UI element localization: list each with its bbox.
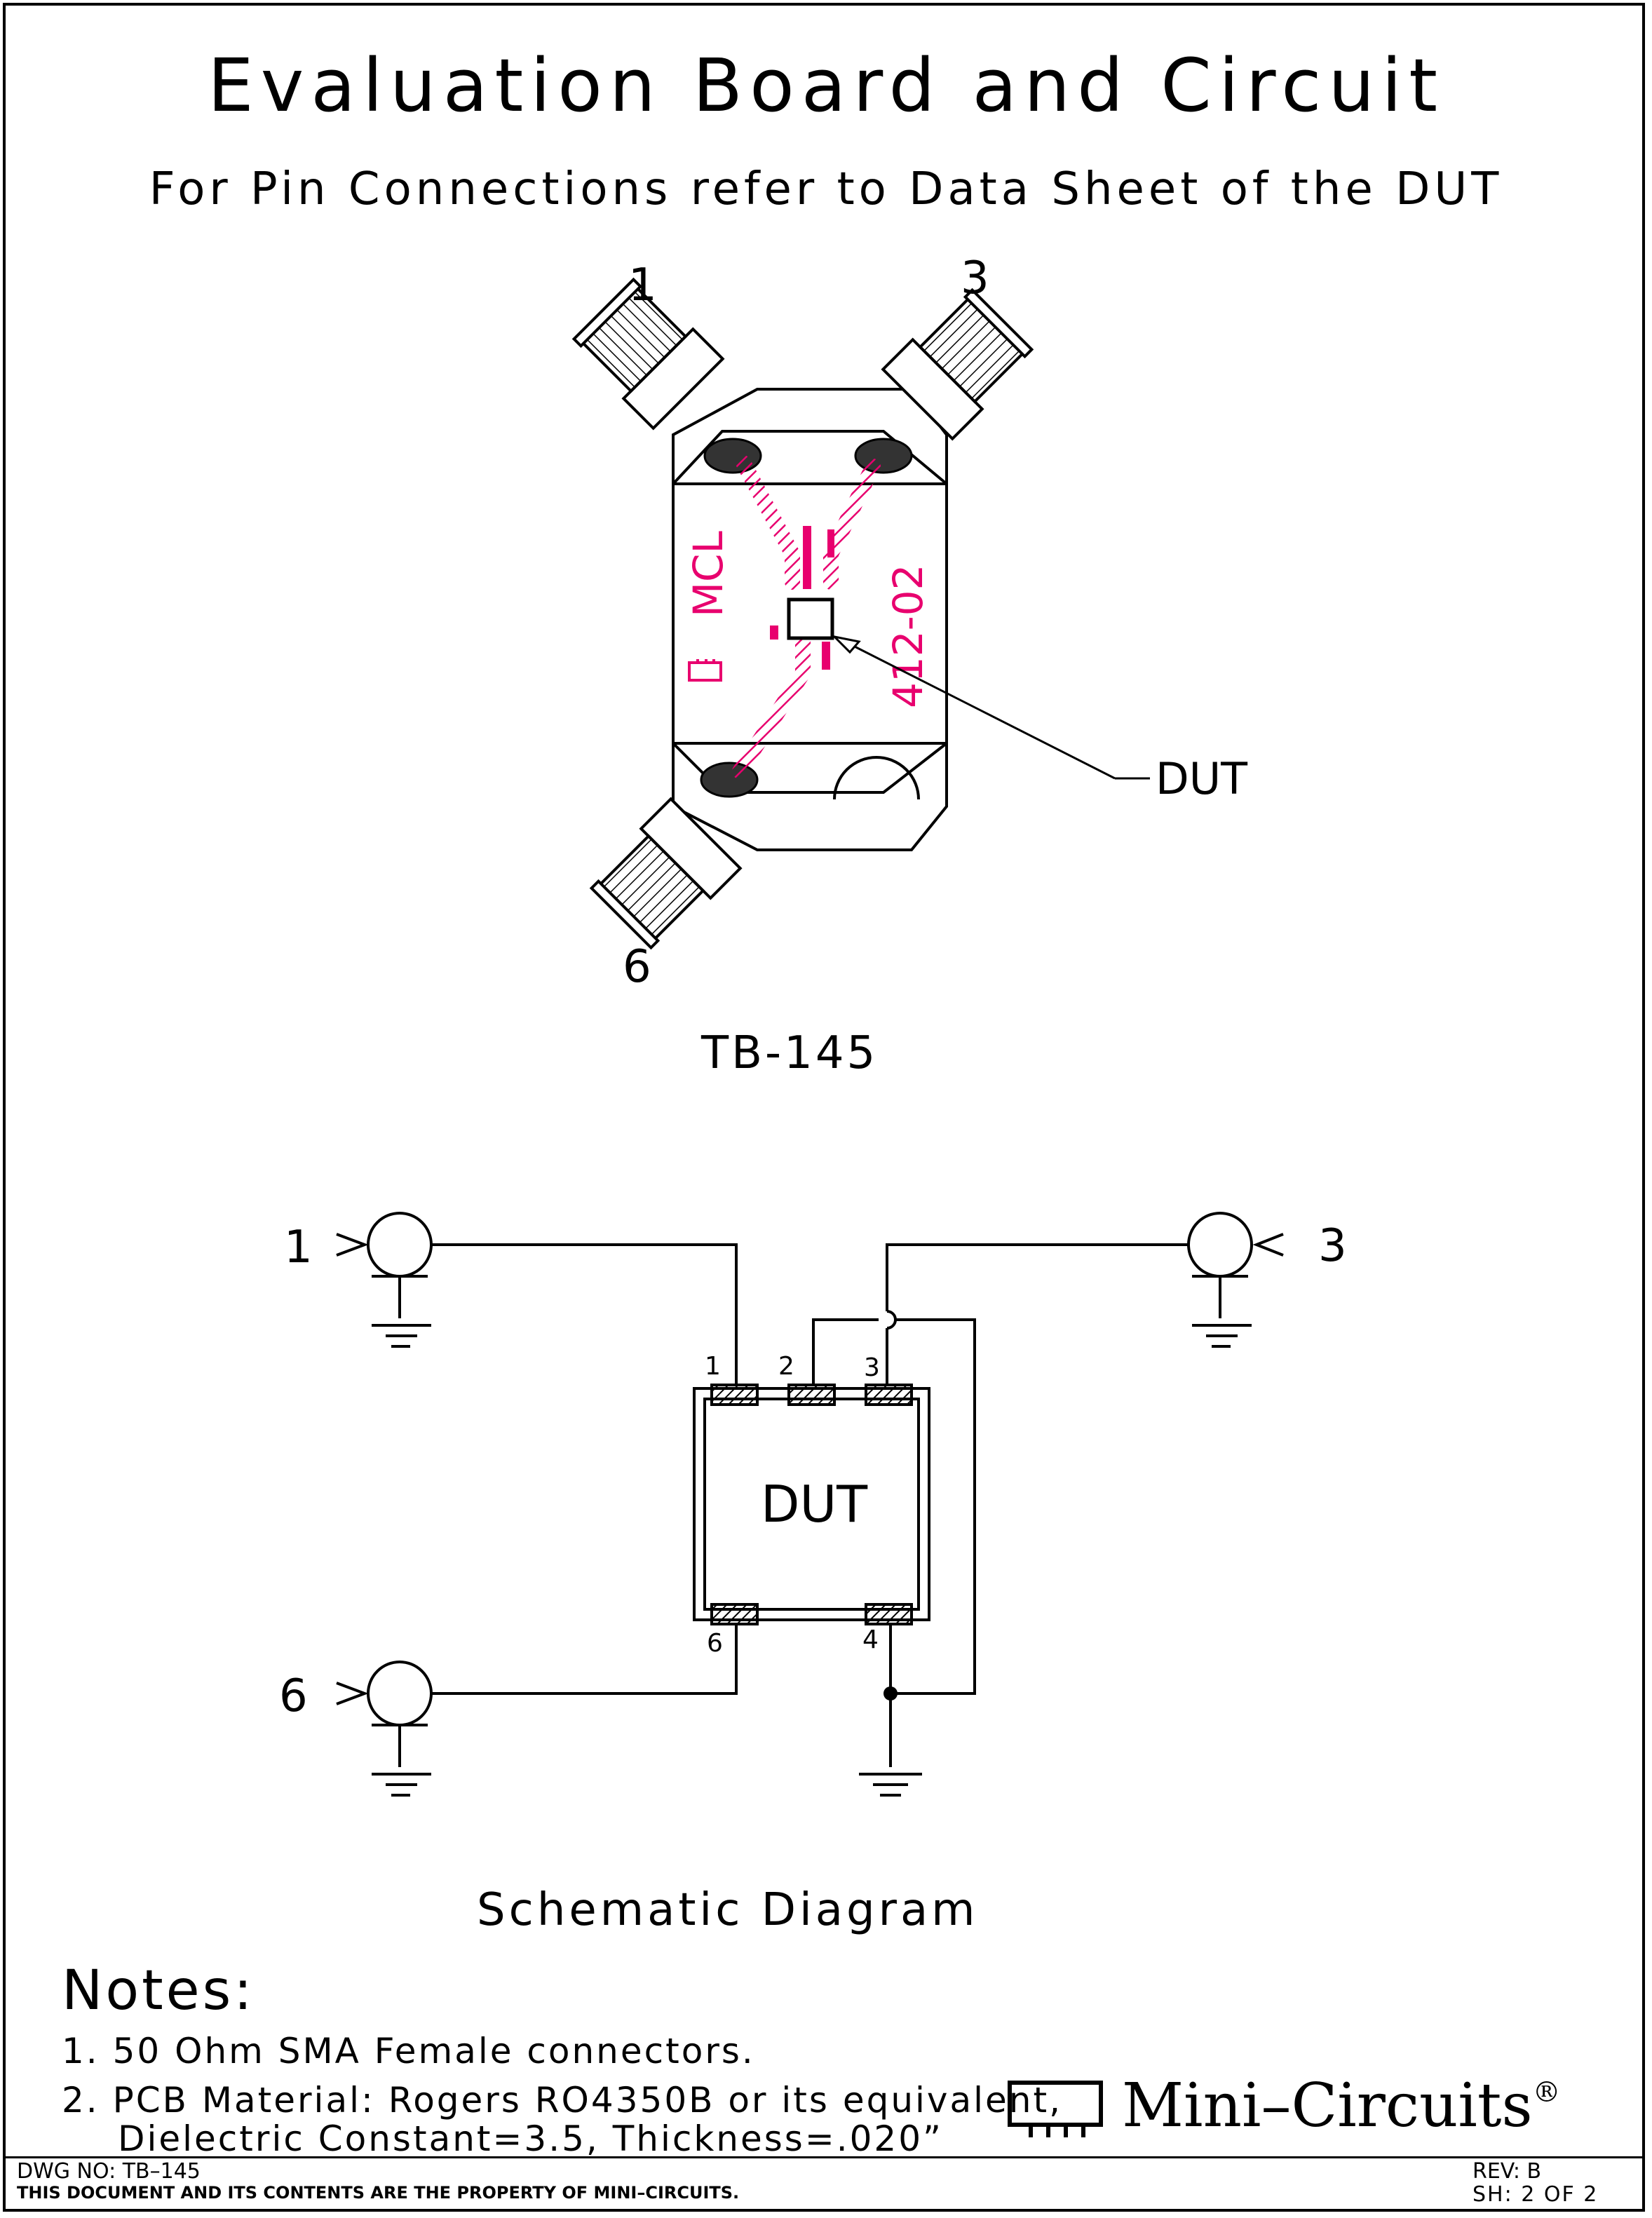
sheet-number: SH: 2 OF 2 — [1472, 2182, 1599, 2207]
dut-callout — [831, 635, 1150, 780]
schematic-port-3: 3 — [1318, 1220, 1347, 1272]
screw-bump — [833, 756, 920, 800]
bottom-plate — [672, 742, 948, 794]
drawing-sheet — [3, 3, 1645, 2212]
top-plate — [672, 430, 948, 485]
board-port-6: 6 — [623, 941, 651, 993]
pcb-board — [672, 388, 948, 851]
mcl-logo-silk — [688, 659, 722, 682]
board-name: TB-145 — [701, 1027, 879, 1079]
schematic-title: Schematic Diagram — [477, 1884, 979, 1936]
brand-name: Mini–Circuits® — [1122, 2076, 1561, 2136]
note-2-continued: Dielectric Constant=3.5, Thickness=.020” — [118, 2118, 943, 2159]
pin-4-label: 4 — [862, 1625, 879, 1654]
board-port-1: 1 — [628, 259, 657, 311]
mini-circuits-logo-icon — [1008, 2081, 1103, 2137]
schematic-port-1: 1 — [284, 1222, 313, 1273]
dut-callout-label: DUT — [1156, 753, 1248, 804]
revision: REV: B — [1472, 2159, 1542, 2184]
schematic — [336, 1212, 1284, 1797]
page-title: Evaluation Board and Circuit — [208, 43, 1444, 128]
silk-mcl: MCL — [684, 531, 732, 617]
ground-junction-dot — [883, 1686, 898, 1700]
pcb-silk-marks — [770, 526, 834, 670]
property-notice: THIS DOCUMENT AND ITS CONTENTS ARE THE P… — [17, 2183, 740, 2203]
sma-connector-6 — [589, 797, 743, 950]
registered-mark: ® — [1532, 2076, 1561, 2109]
brand-text: Mini–Circuits — [1122, 2071, 1533, 2141]
silk-part-number: 412-02 — [884, 564, 932, 708]
pin-3-label: 3 — [864, 1353, 880, 1382]
footer-divider — [3, 2156, 1645, 2158]
sma-connector-1 — [571, 277, 725, 431]
schematic-port-6: 6 — [279, 1670, 308, 1722]
page-subtitle: For Pin Connections refer to Data Sheet … — [149, 163, 1503, 215]
pin-6-label: 6 — [707, 1629, 723, 1658]
pin-2-label: 2 — [778, 1352, 794, 1381]
sma-connector-3 — [881, 288, 1034, 441]
schematic-dut-label: DUT — [761, 1475, 868, 1534]
dut-footprint — [787, 597, 834, 640]
board-port-3: 3 — [961, 252, 989, 304]
note-1: 1. 50 Ohm SMA Female connectors. — [62, 2031, 755, 2071]
drawing-number: DWG NO: TB–145 — [17, 2159, 201, 2184]
note-2: 2. PCB Material: Rogers RO4350B or its e… — [62, 2080, 1062, 2121]
notes-heading: Notes: — [62, 1959, 255, 2022]
pin-1-label: 1 — [705, 1352, 721, 1381]
